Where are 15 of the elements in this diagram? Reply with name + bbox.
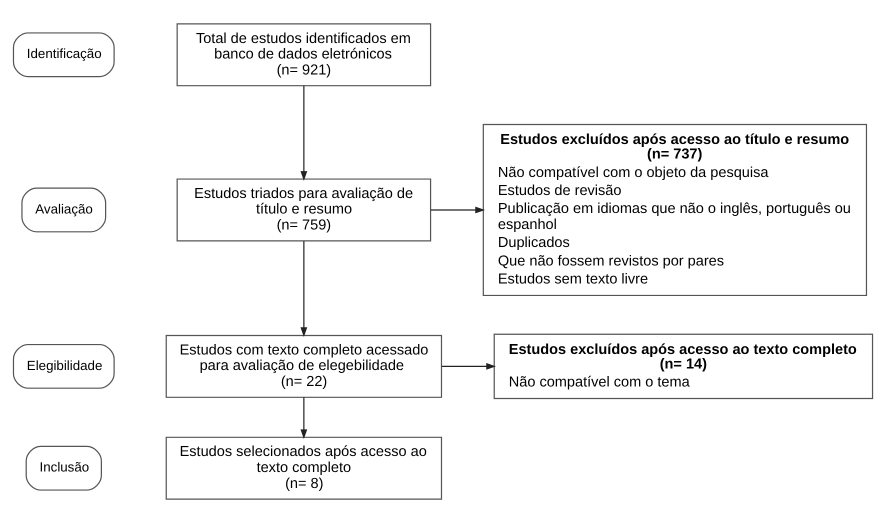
node-box: Estudos excluídos após acesso ao título e resumo (n= 737) Não compatível com o objeto da pesquisa Estudos de revisão Publicação em idiomas que não o inglês, português ou espanhol Duplicados Que não fossem revistos por pares Estudos sem texto livre xyxy=(482,124,868,296)
node-box: Identificação xyxy=(12,32,115,78)
arrow xyxy=(300,241,308,338)
node-box: Elegibilidade xyxy=(12,344,115,389)
node-box: Estudos triados para avaliação de título e resumo (n= 759) xyxy=(176,178,432,242)
arrow xyxy=(300,397,308,440)
arrow xyxy=(430,206,485,214)
arrow xyxy=(442,362,496,370)
node-box: Estudos com texto completo acessado para avaliação de elegebilidade (n= 22) xyxy=(166,334,442,398)
arrow xyxy=(300,86,308,181)
node-box: Total de estudos identificados em banco de dados eletrónicos (n= 921) xyxy=(176,23,432,86)
node-box: Inclusão xyxy=(26,446,102,491)
node-box: Avaliação xyxy=(21,188,106,232)
node-box: Estudos selecionados após acesso ao texto completo (n= 8) xyxy=(166,436,442,500)
node-box: Estudos excluídos após acesso ao texto completo (n= 14) Não compatível com o tema xyxy=(494,334,874,400)
